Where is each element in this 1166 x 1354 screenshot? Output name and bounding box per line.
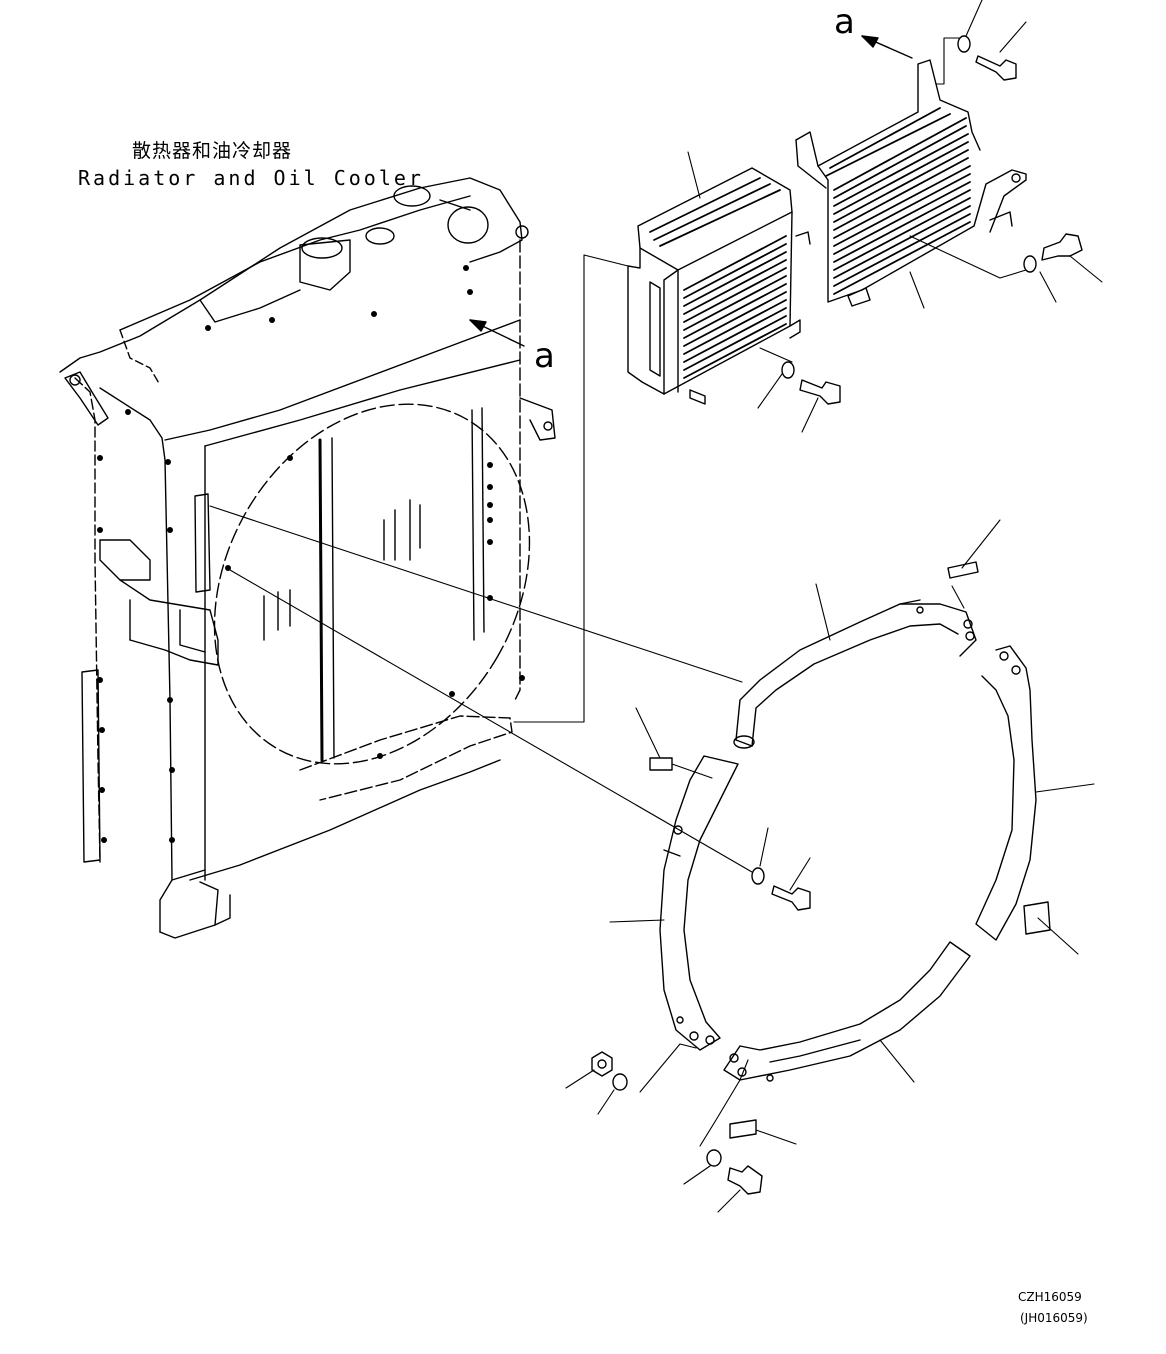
oil-cooler-front [628, 168, 810, 404]
view-arrow-a-radiator [470, 320, 524, 346]
fasteners [592, 36, 1082, 1194]
title-chinese: 散热器和油冷却器 [132, 140, 293, 162]
title-english: Radiator and Oil Cooler [78, 166, 424, 190]
view-marker-a-radiator: a [534, 336, 555, 376]
label-plates [650, 562, 1050, 1138]
oil-cooler-rear [796, 60, 1026, 306]
view-marker-a-cooler: a [834, 2, 855, 42]
drawing-code: CZH16059 [1018, 1290, 1082, 1304]
leader-lines [210, 0, 1102, 1212]
fan-shroud-ring [660, 600, 1036, 1081]
radiator-assembly [60, 178, 593, 938]
view-arrow-a-cooler [862, 36, 912, 58]
drawing-code-secondary: (JH016059) [1020, 1311, 1088, 1325]
